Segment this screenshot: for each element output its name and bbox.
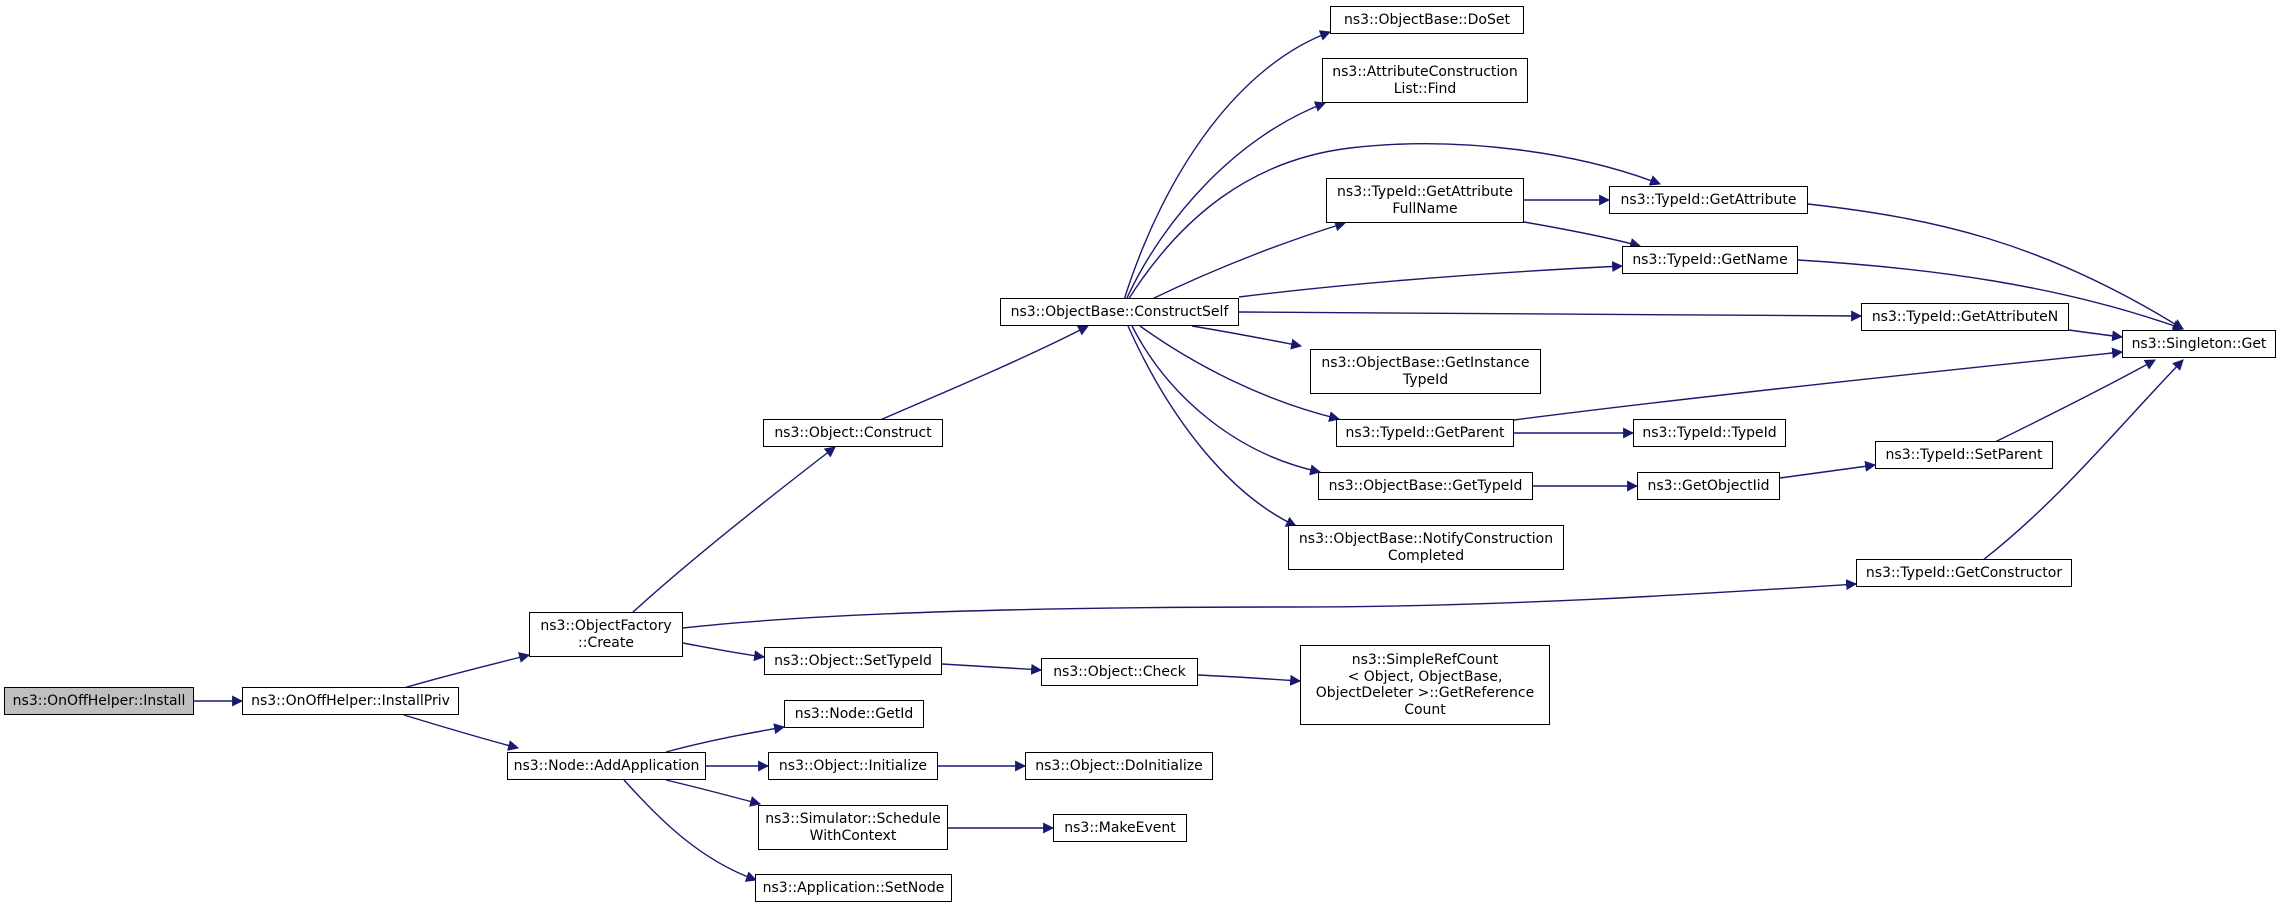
- node-attributeconstructionlist-find[interactable]: ns3::AttributeConstruction List::Find: [1322, 58, 1528, 103]
- edge-create-settypeid: [682, 642, 766, 662]
- edge-setparent-singleton: [1994, 359, 2156, 443]
- node-simulator-schedulewithcontext[interactable]: ns3::Simulator::Schedule WithContext: [758, 805, 948, 850]
- edge-constructself-getattributen: [1238, 310, 1863, 322]
- node-onoffhelper-install[interactable]: ns3::OnOffHelper::Install: [4, 687, 194, 715]
- node-typeid-setparent[interactable]: ns3::TypeId::SetParent: [1875, 441, 2053, 469]
- node-node-getid[interactable]: ns3::Node::GetId: [784, 700, 924, 728]
- node-object-check[interactable]: ns3::Object::Check: [1041, 658, 1198, 686]
- edge-getparent-singleton: [1513, 347, 2124, 421]
- edge-check-simplerefcount: [1197, 674, 1302, 686]
- node-object-doinitialize[interactable]: ns3::Object::DoInitialize: [1025, 752, 1213, 780]
- node-singleton-get[interactable]: ns3::Singleton::Get: [2122, 330, 2276, 358]
- node-objectbase-constructself[interactable]: ns3::ObjectBase::ConstructSelf: [1000, 298, 1239, 326]
- edge-constructself-objbasegettypeid: [1131, 325, 1322, 476]
- node-objectbase-getinstancetypeid[interactable]: ns3::ObjectBase::GetInstance TypeId: [1310, 349, 1541, 394]
- node-typeid-getparent[interactable]: ns3::TypeId::GetParent: [1336, 419, 1514, 447]
- edge-getconstructor-singleton: [1982, 359, 2184, 561]
- node-makeevent[interactable]: ns3::MakeEvent: [1053, 814, 1187, 842]
- node-simplerefcount-getreferencecount[interactable]: ns3::SimpleRefCount < Object, ObjectBase…: [1300, 645, 1550, 725]
- edge-settypeid-check: [941, 663, 1043, 675]
- node-typeid-getattributen[interactable]: ns3::TypeId::GetAttributeN: [1861, 303, 2069, 331]
- edge-constructself-getparent: [1139, 325, 1341, 423]
- node-typeid-getname[interactable]: ns3::TypeId::GetName: [1622, 246, 1798, 274]
- node-objectbase-doset[interactable]: ns3::ObjectBase::DoSet: [1330, 6, 1524, 34]
- node-typeid-typeid[interactable]: ns3::TypeId::TypeId: [1633, 419, 1786, 447]
- edge-constructself-notifyconstruction: [1127, 325, 1297, 527]
- edge-addapplication-getid: [665, 723, 786, 753]
- node-application-setnode[interactable]: ns3::Application::SetNode: [755, 874, 952, 902]
- node-object-construct[interactable]: ns3::Object::Construct: [763, 419, 943, 447]
- edge-constructself-doset: [1123, 30, 1332, 301]
- edge-constructself-getname: [1238, 260, 1624, 298]
- edge-addapplication-setnode: [623, 779, 758, 882]
- edge-installpriv-create: [403, 652, 531, 689]
- node-typeid-getconstructor[interactable]: ns3::TypeId::GetConstructor: [1856, 559, 2072, 587]
- edge-construct-constructself: [879, 325, 1089, 421]
- edge-getobjectiid-setparent: [1779, 460, 1877, 479]
- node-object-initialize[interactable]: ns3::Object::Initialize: [768, 752, 938, 780]
- node-node-addapplication[interactable]: ns3::Node::AddApplication: [507, 752, 706, 780]
- edge-getattribute-singleton: [1807, 203, 2184, 330]
- edge-installpriv-addapplication: [403, 714, 520, 751]
- edge-constructself-getattributefullname: [1149, 220, 1347, 301]
- node-objectfactory-create[interactable]: ns3::ObjectFactory ::Create: [529, 612, 683, 657]
- node-typeid-getattribute[interactable]: ns3::TypeId::GetAttribute: [1609, 186, 1808, 214]
- node-getobjectiid[interactable]: ns3::GetObjectIid: [1637, 472, 1780, 500]
- edge-addapplication-schedule: [665, 779, 762, 807]
- node-objectbase-notifyconstructioncompleted[interactable]: ns3::ObjectBase::NotifyConstruction Comp…: [1288, 525, 1564, 570]
- edge-constructself-getinstancetypeid: [1191, 325, 1303, 350]
- node-onoffhelper-installpriv[interactable]: ns3::OnOffHelper::InstallPriv: [242, 687, 459, 715]
- node-objectbase-gettypeid[interactable]: ns3::ObjectBase::GetTypeId: [1318, 472, 1533, 500]
- edge-create-construct: [631, 446, 836, 614]
- node-object-settypeid[interactable]: ns3::Object::SetTypeId: [764, 647, 942, 675]
- edge-fullname-getname: [1523, 221, 1642, 249]
- edge-constructself-getattribute: [1127, 143, 1662, 301]
- edge-getattributen-singleton: [2068, 329, 2124, 342]
- edge-create-getconstructor: [682, 579, 1858, 629]
- edge-constructself-aclfind: [1125, 101, 1327, 301]
- node-typeid-getattributefullname[interactable]: ns3::TypeId::GetAttribute FullName: [1326, 178, 1524, 223]
- edge-getname-singleton: [1797, 259, 2185, 331]
